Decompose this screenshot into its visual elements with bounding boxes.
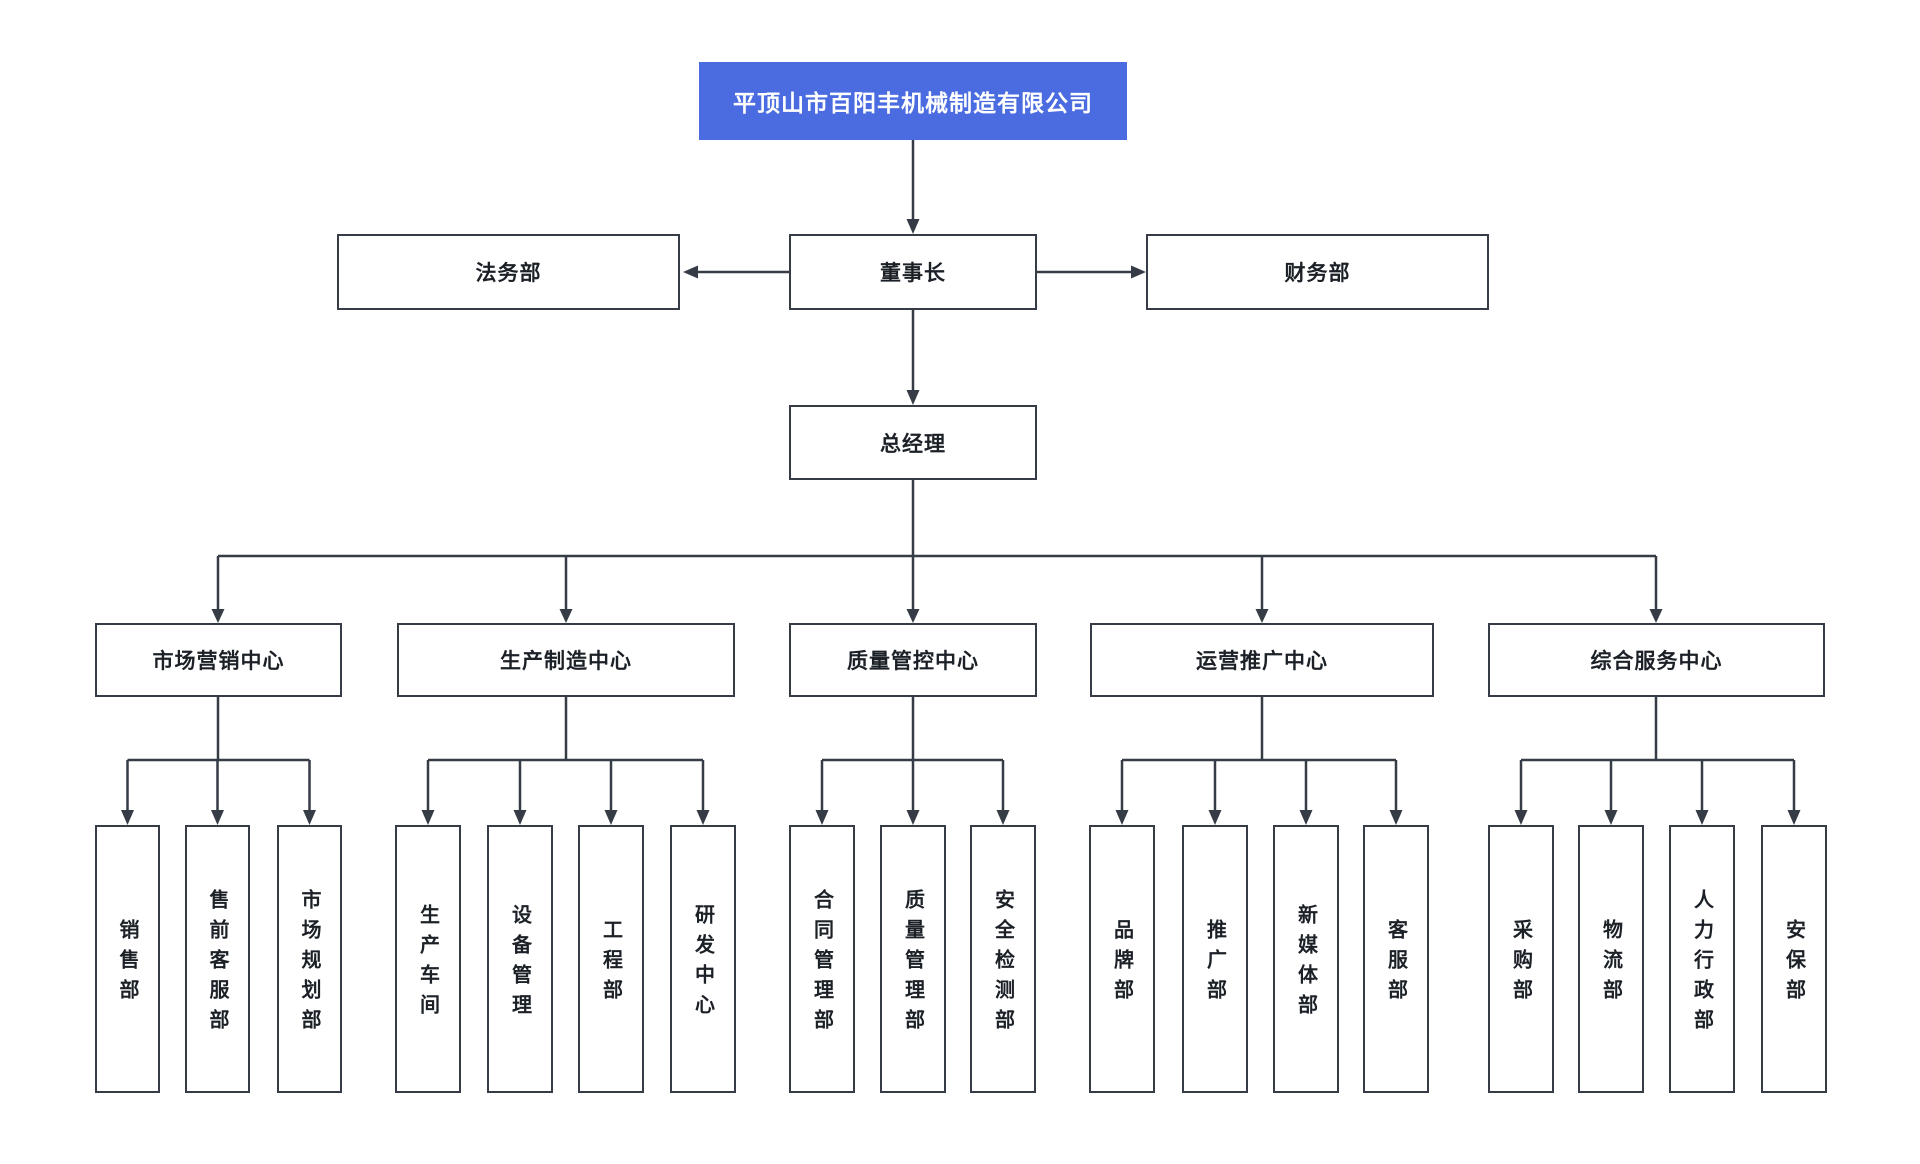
org-node-chairman: 董事长 — [789, 234, 1037, 310]
org-node-presales-service-dept: 售前客服部 — [185, 825, 250, 1093]
org-node-operations-center: 运营推广中心 — [1090, 623, 1434, 697]
org-node-finance-dept: 财务部 — [1146, 234, 1489, 310]
general-manager-label: 总经理 — [880, 432, 946, 456]
org-node-hr-admin-dept: 人力行政部 — [1669, 825, 1735, 1093]
promotion-dept-label: 推广部 — [1203, 919, 1226, 1009]
customer-service-dept-label: 客服部 — [1384, 919, 1407, 1009]
org-node-sales-dept: 销售部 — [95, 825, 160, 1093]
org-node-market-planning-dept: 市场规划部 — [277, 825, 342, 1093]
connector-services-departments — [1514, 697, 1801, 825]
connector-root-to-chairman — [906, 140, 920, 234]
production-center-label: 生产制造中心 — [500, 650, 632, 673]
market-planning-dept-label: 市场规划部 — [298, 889, 320, 1039]
connector-marketing-departments — [121, 697, 316, 825]
quality-center-label: 质量管控中心 — [847, 650, 979, 673]
org-node-new-media-dept: 新媒体部 — [1273, 825, 1339, 1093]
security-dept-label: 安保部 — [1782, 919, 1805, 1009]
org-node-customer-service-dept: 客服部 — [1363, 825, 1429, 1093]
connector-gm-to-centers — [211, 480, 1663, 623]
org-node-quality-center: 质量管控中心 — [789, 623, 1037, 697]
org-node-production-center: 生产制造中心 — [397, 623, 735, 697]
rd-center-label: 研发中心 — [691, 904, 714, 1024]
equipment-management-label: 设备管理 — [508, 904, 531, 1024]
org-node-general-manager: 总经理 — [789, 405, 1037, 480]
org-node-legal-dept: 法务部 — [337, 234, 680, 310]
production-workshop-label: 生产车间 — [416, 904, 439, 1024]
services-center-label: 综合服务中心 — [1590, 650, 1723, 673]
operations-center-label: 运营推广中心 — [1196, 650, 1328, 673]
logistics-dept-label: 物流部 — [1599, 919, 1622, 1009]
connector-production-departments — [421, 697, 710, 825]
new-media-dept-label: 新媒体部 — [1294, 904, 1317, 1024]
org-node-promotion-dept: 推广部 — [1182, 825, 1248, 1093]
quality-management-dept-label: 质量管理部 — [901, 889, 924, 1039]
connector-chairman-to-finance — [1037, 265, 1146, 279]
org-node-safety-inspection-dept: 安全检测部 — [970, 825, 1036, 1093]
chairman-label: 董事长 — [880, 262, 946, 285]
procurement-dept-label: 采购部 — [1509, 919, 1532, 1009]
engineering-dept-label: 工程部 — [599, 919, 622, 1009]
org-node-equipment-management: 设备管理 — [487, 825, 553, 1093]
org-node-production-workshop: 生产车间 — [395, 825, 461, 1093]
presales-service-dept-label: 售前客服部 — [206, 889, 228, 1039]
safety-inspection-dept-label: 安全检测部 — [991, 889, 1014, 1039]
hr-admin-dept-label: 人力行政部 — [1690, 889, 1713, 1039]
connector-operations-departments — [1115, 697, 1403, 825]
brand-dept-label: 品牌部 — [1110, 919, 1133, 1009]
legal-dept-label: 法务部 — [475, 262, 542, 285]
org-node-quality-management-dept: 质量管理部 — [880, 825, 946, 1093]
org-node-services-center: 综合服务中心 — [1488, 623, 1825, 697]
finance-dept-label: 财务部 — [1284, 262, 1351, 285]
org-node-contract-management-dept: 合同管理部 — [789, 825, 855, 1093]
org-node-engineering-dept: 工程部 — [578, 825, 644, 1093]
org-node-security-dept: 安保部 — [1761, 825, 1827, 1093]
connector-chairman-to-legal — [683, 265, 789, 279]
marketing-center-label: 市场营销中心 — [152, 650, 285, 673]
company-root-label: 平顶山市百阳丰机械制造有限公司 — [733, 90, 1093, 116]
org-node-logistics-dept: 物流部 — [1578, 825, 1644, 1093]
org-node-company-root: 平顶山市百阳丰机械制造有限公司 — [699, 62, 1127, 140]
org-node-procurement-dept: 采购部 — [1488, 825, 1554, 1093]
org-node-rd-center: 研发中心 — [670, 825, 736, 1093]
connector-chairman-to-gm — [906, 310, 920, 405]
connector-quality-departments — [815, 697, 1010, 825]
org-node-marketing-center: 市场营销中心 — [95, 623, 342, 697]
sales-dept-label: 销售部 — [116, 919, 138, 1009]
org-node-brand-dept: 品牌部 — [1089, 825, 1155, 1093]
contract-management-dept-label: 合同管理部 — [810, 889, 833, 1039]
